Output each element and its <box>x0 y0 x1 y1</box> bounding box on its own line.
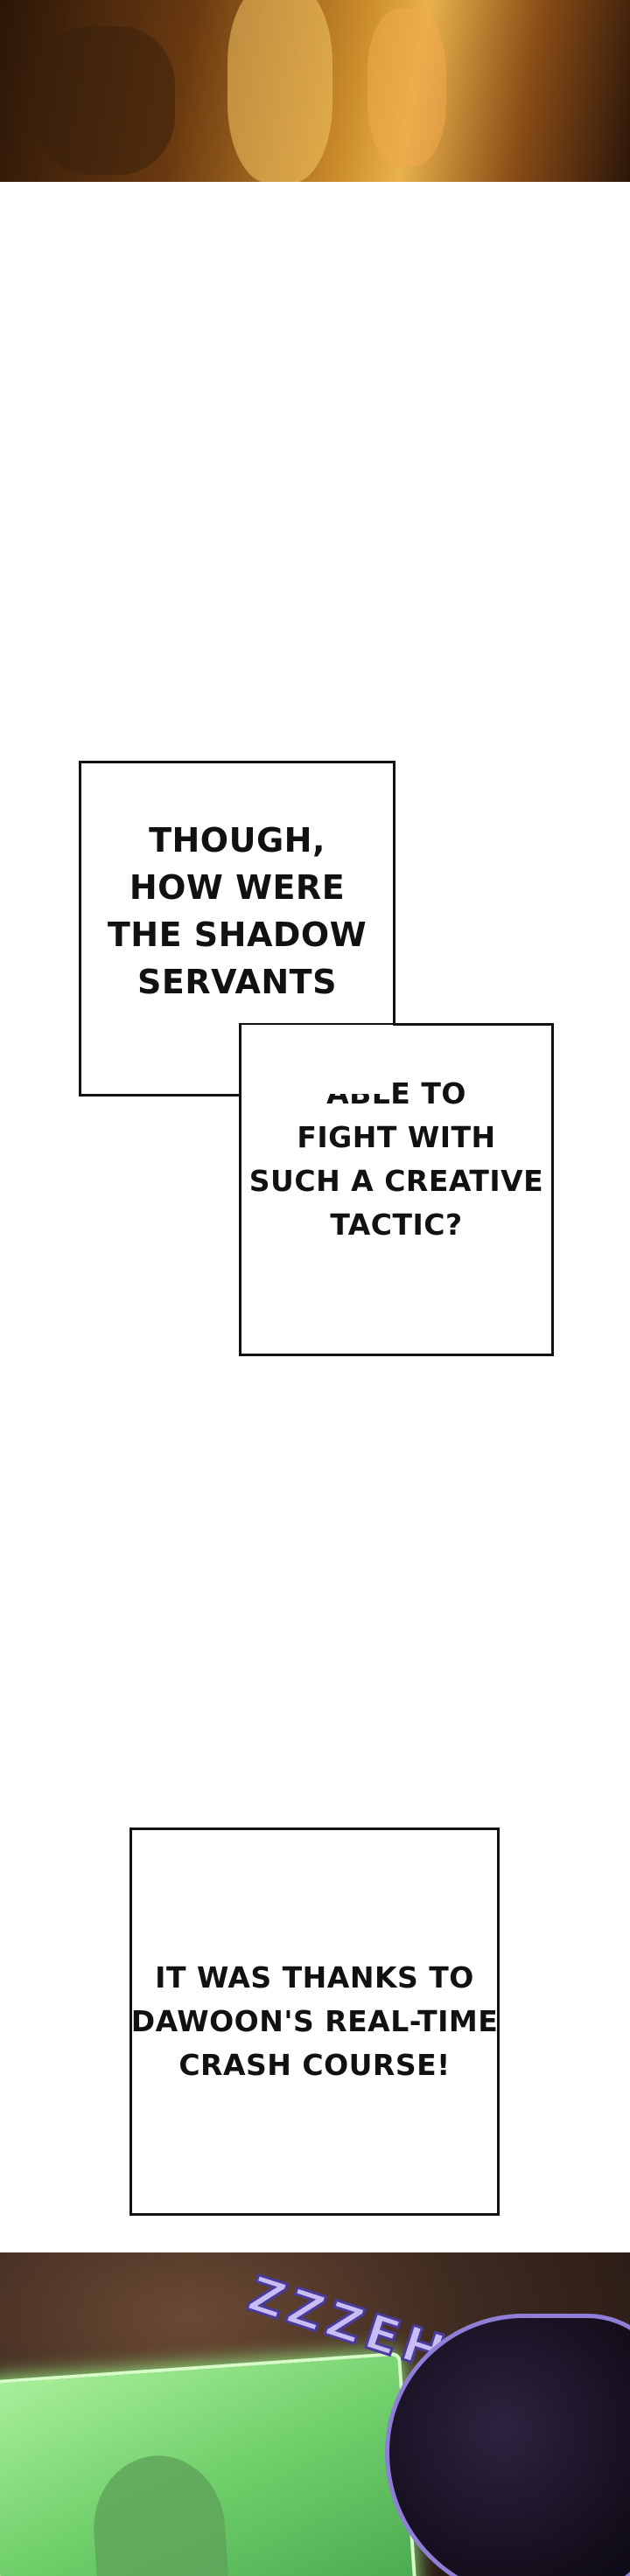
caption-line: SERVANTS <box>137 963 337 1001</box>
light-streak <box>228 0 332 182</box>
box-join-mask <box>242 1025 393 1094</box>
caption-line: THE SHADOW <box>107 916 368 954</box>
caption-line: HOW WERE <box>129 868 346 907</box>
caption-box-3: IT WAS THANKS TO DAWOON'S REAL-TIME CRAS… <box>130 1828 500 2216</box>
shadow-shape <box>35 26 175 175</box>
caption-line: FIGHT WITH <box>297 1119 496 1154</box>
screen-character <box>88 2451 231 2576</box>
caption-line: THOUGH, <box>149 821 326 860</box>
caption-box-1: THOUGH, HOW WERE THE SHADOW SERVANTS <box>79 761 396 1097</box>
light-streak <box>368 9 446 166</box>
caption-line: DAWOON'S REAL-TIME <box>130 2004 499 2038</box>
caption-text-1: THOUGH, HOW WERE THE SHADOW SERVANTS <box>108 817 367 1006</box>
caption-line: IT WAS THANKS TO <box>155 1960 474 1995</box>
bottom-art-panel: ZZZEH <box>0 2252 630 2576</box>
caption-line: CRASH COURSE! <box>178 2048 451 2082</box>
hologram-screen <box>0 2351 418 2576</box>
caption-text-2: ABLE TO FIGHT WITH SUCH A CREATIVE TACTI… <box>249 1072 543 1247</box>
caption-line: TACTIC? <box>330 1207 463 1242</box>
caption-line: SUCH A CREATIVE <box>248 1163 544 1198</box>
caption-text-3: IT WAS THANKS TO DAWOON'S REAL-TIME CRAS… <box>131 1956 498 2087</box>
top-art-panel <box>0 0 630 182</box>
character-head <box>385 2314 630 2576</box>
